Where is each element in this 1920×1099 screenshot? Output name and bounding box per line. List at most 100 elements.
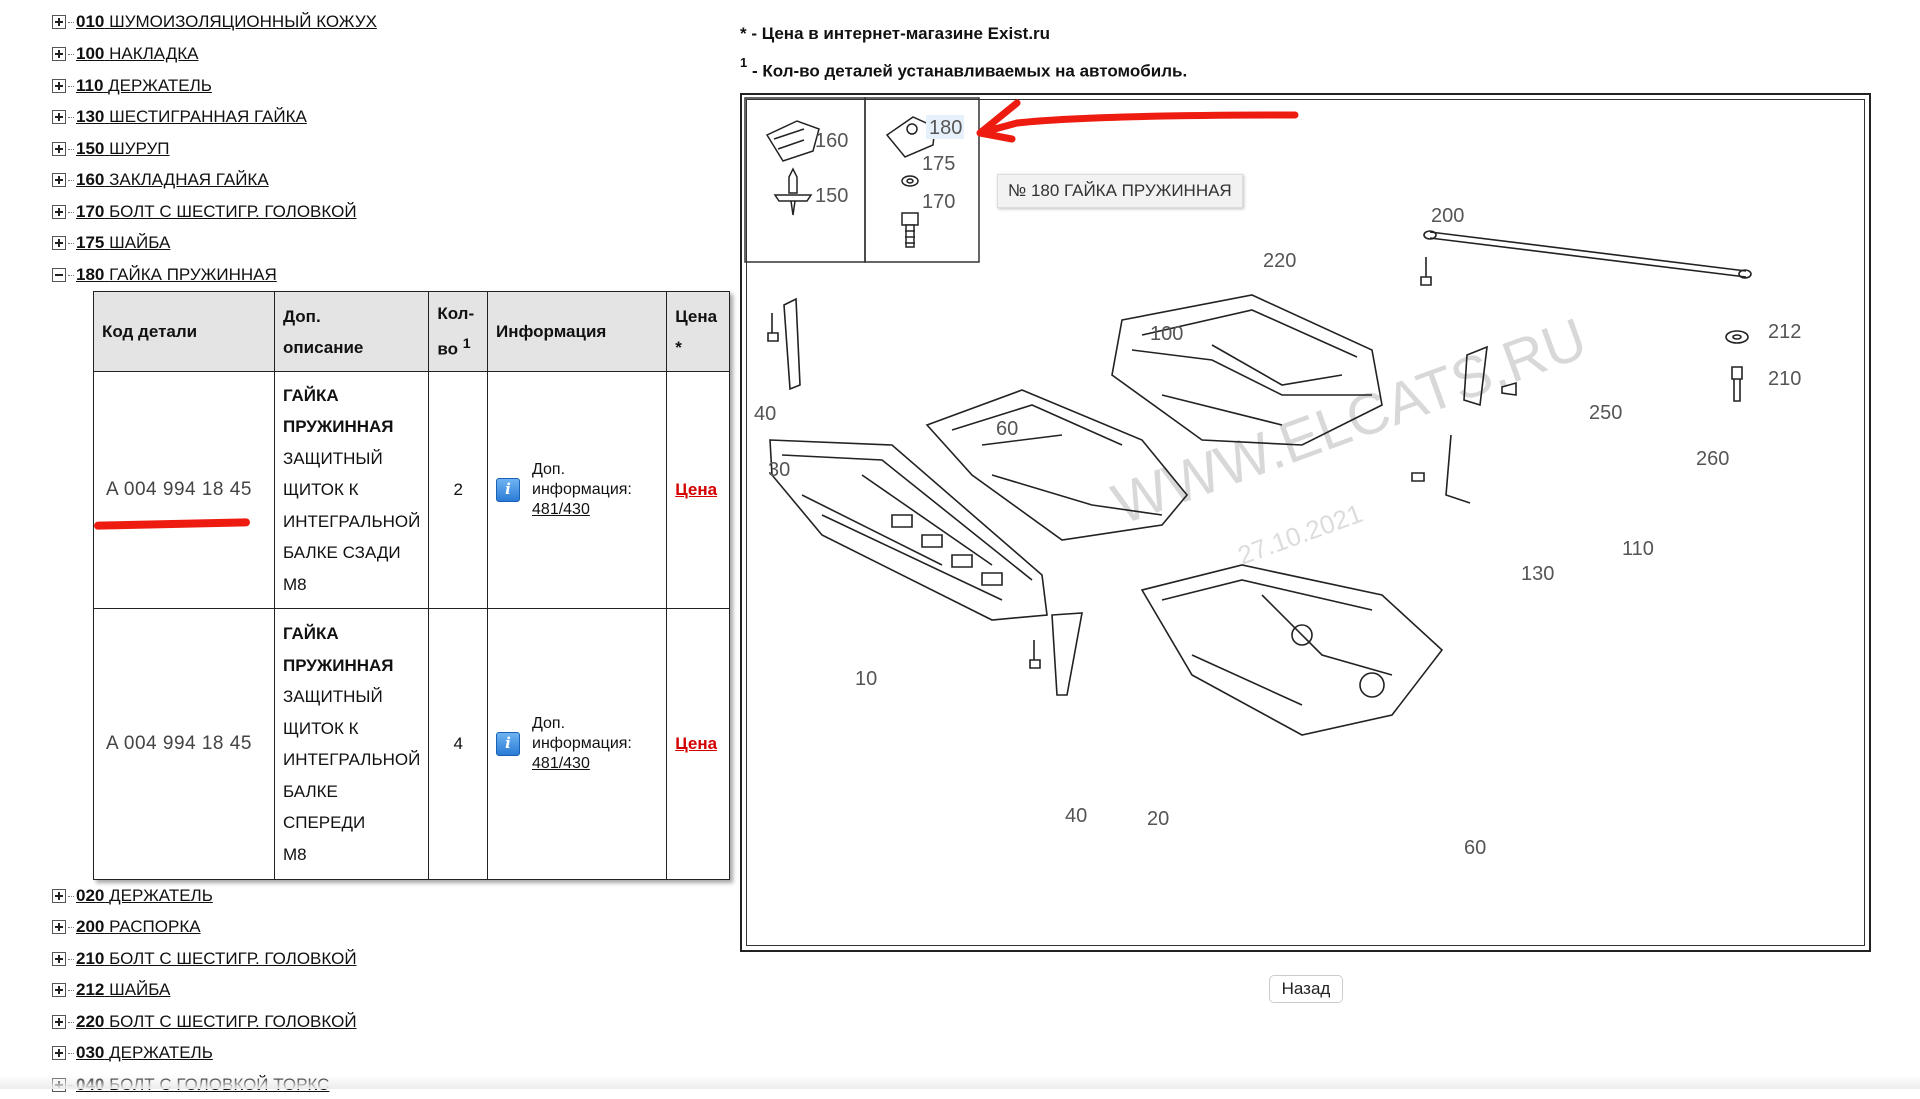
part-info: i Доп.информация:481/430 [487, 608, 668, 880]
info-link[interactable]: 481/430 [532, 755, 590, 772]
expand-icon[interactable] [52, 920, 66, 934]
expand-icon[interactable] [52, 1015, 66, 1029]
tree-item-020[interactable]: 020 ДЕРЖАТЕЛЬ [52, 882, 213, 910]
legend-box-right [864, 97, 980, 263]
legend-label-selected: 180 [929, 117, 962, 139]
tree-item-030[interactable]: 030 ДЕРЖАТЕЛЬ [52, 1039, 213, 1067]
part-label: 200 [1431, 205, 1464, 227]
expand-icon[interactable] [52, 983, 66, 997]
header-desc: Доп.описание [273, 291, 430, 372]
tree-item-100[interactable]: 100 НАКЛАДКА [52, 40, 198, 68]
table-header-row: Код детали Доп.описание Кол-во 1 Информа… [93, 291, 730, 372]
parts-drawings [767, 230, 1752, 736]
expand-icon[interactable] [52, 236, 66, 250]
part-label: 60 [1464, 837, 1486, 859]
tree-item-link[interactable]: 200 РАСПОРКА [76, 917, 201, 936]
info-icon[interactable]: i [496, 732, 521, 756]
qty-note: 1 - Кол-во деталей устанавливаемых на ав… [740, 55, 1188, 81]
legend-label: 175 [922, 153, 955, 175]
tree-item-130[interactable]: 130 ШЕСТИГРАННАЯ ГАЙКА [52, 103, 307, 131]
expand-icon[interactable] [52, 110, 66, 124]
part-details-table: Код детали Доп.описание Кол-во 1 Информа… [93, 291, 730, 880]
tree-item-link[interactable]: 100 НАКЛАДКА [76, 44, 199, 63]
part-code: A 004 994 18 45 [93, 608, 275, 880]
tree-item-link[interactable]: 010 ШУМОИЗОЛЯЦИОННЫЙ КОЖУХ [76, 12, 377, 31]
date-watermark: 27.10.2021 [1234, 498, 1367, 571]
part-label: 130 [1521, 563, 1554, 585]
header-code: Код детали [93, 291, 275, 372]
price-link[interactable]: Цена [675, 479, 718, 499]
expand-icon[interactable] [52, 142, 66, 156]
tree-item-link[interactable]: 160 ЗАКЛАДНАЯ ГАЙКА [76, 170, 269, 189]
part-tooltip: № 180 ГАЙКА ПРУЖИННАЯ [997, 174, 1243, 208]
tree-item-link[interactable]: 030 ДЕРЖАТЕЛЬ [76, 1043, 213, 1062]
part-label: 30 [768, 459, 790, 481]
tree-item-150[interactable]: 150 ШУРУП [52, 135, 169, 163]
info-icon[interactable]: i [496, 478, 521, 502]
expand-icon[interactable] [52, 205, 66, 219]
part-label: 10 [855, 668, 877, 690]
part-label: 250 [1589, 402, 1622, 424]
tree-item-link[interactable]: 150 ШУРУП [76, 139, 170, 158]
legend-label: 150 [815, 185, 848, 207]
back-button[interactable]: Назад [1269, 975, 1343, 1003]
tree-item-010[interactable]: 010 ШУМОИЗОЛЯЦИОННЫЙ КОЖУХ [52, 8, 377, 36]
expand-icon[interactable] [52, 15, 66, 29]
parts-diagram[interactable]: WWW.ELCATS.RU 27.10.2021 160 150 180 175… [742, 95, 1869, 950]
part-label: 100 [1150, 323, 1183, 345]
legend-label: 160 [815, 130, 848, 152]
expand-icon[interactable] [52, 1046, 66, 1060]
tree-item-210[interactable]: 210 БОЛТ С ШЕСТИГР. ГОЛОВКОЙ [52, 945, 357, 973]
price-note: * - Цена в интернет-магазине Exist.ru [740, 24, 1051, 43]
part-quantity: 2 [428, 371, 489, 609]
expand-icon[interactable] [52, 79, 66, 93]
tree-item-link[interactable]: 170 БОЛТ С ШЕСТИГР. ГОЛОВКОЙ [76, 202, 357, 221]
part-quantity: 4 [428, 608, 489, 880]
info-link[interactable]: 481/430 [532, 501, 590, 518]
parts-diagram-frame: WWW.ELCATS.RU 27.10.2021 160 150 180 175… [740, 93, 1871, 952]
part-price: Цена [666, 371, 730, 609]
price-link[interactable]: Цена [675, 733, 718, 753]
tree-item-link[interactable]: 175 ШАЙБА [76, 233, 171, 252]
tree-item-180[interactable]: 180 ГАЙКА ПРУЖИННАЯ [52, 261, 277, 289]
red-arrow-annotation [976, 99, 1299, 143]
collapse-icon[interactable] [52, 268, 66, 282]
tree-item-link[interactable]: 180 ГАЙКА ПРУЖИННАЯ [76, 265, 277, 284]
page-bottom-edge [0, 1075, 1920, 1089]
legend-icons [765, 116, 936, 248]
tree-item-212[interactable]: 212 ШАЙБА [52, 976, 170, 1004]
tree-item-link[interactable]: 020 ДЕРЖАТЕЛЬ [76, 886, 213, 905]
tree-item-175[interactable]: 175 ШАЙБА [52, 229, 170, 257]
part-label: 20 [1147, 808, 1169, 830]
header-info: Информация [487, 291, 668, 372]
tree-item-170[interactable]: 170 БОЛТ С ШЕСТИГР. ГОЛОВКОЙ [52, 198, 357, 226]
tree-item-link[interactable]: 212 ШАЙБА [76, 980, 171, 999]
part-label: 40 [1065, 805, 1087, 827]
header-qty: Кол-во 1 [428, 291, 489, 372]
part-label: 212 [1768, 321, 1801, 343]
part-info: i Доп.информация:481/430 [487, 371, 668, 609]
tree-item-link[interactable]: 130 ШЕСТИГРАННАЯ ГАЙКА [76, 107, 307, 126]
tree-item-link[interactable]: 110 ДЕРЖАТЕЛЬ [76, 76, 212, 95]
part-price: Цена [666, 608, 730, 880]
tree-item-link[interactable]: 220 БОЛТ С ШЕСТИГР. ГОЛОВКОЙ [76, 1012, 357, 1031]
tree-item-160[interactable]: 160 ЗАКЛАДНАЯ ГАЙКА [52, 166, 269, 194]
expand-icon[interactable] [52, 889, 66, 903]
tree-item-110[interactable]: 110 ДЕРЖАТЕЛЬ [52, 72, 212, 100]
part-label: 110 [1622, 538, 1654, 560]
legend-box-left [744, 97, 866, 263]
tree-item-220[interactable]: 220 БОЛТ С ШЕСТИГР. ГОЛОВКОЙ [52, 1008, 357, 1036]
expand-icon[interactable] [52, 173, 66, 187]
expand-icon[interactable] [52, 47, 66, 61]
expand-icon[interactable] [52, 952, 66, 966]
part-label: 210 [1768, 368, 1801, 390]
part-label: 260 [1696, 448, 1729, 470]
tree-item-link[interactable]: 210 БОЛТ С ШЕСТИГР. ГОЛОВКОЙ [76, 949, 357, 968]
part-label: 220 [1263, 250, 1296, 272]
header-price: Цена* [666, 291, 730, 372]
part-label: 60 [996, 418, 1018, 440]
tree-item-200[interactable]: 200 РАСПОРКА [52, 913, 201, 941]
